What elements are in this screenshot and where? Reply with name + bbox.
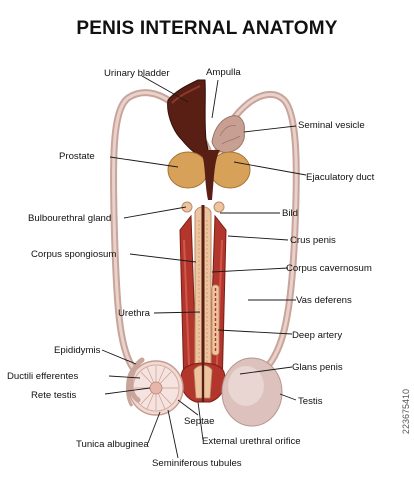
leader-lines (101, 75, 307, 459)
prostate (167, 150, 251, 200)
label-crus-penis: Crus penis (290, 235, 336, 246)
label-urinary-bladder: Urinary bladder (104, 68, 170, 79)
label-seminal-vesicle: Seminal vesicle (298, 120, 365, 131)
label-glans-penis: Glans penis (292, 362, 343, 373)
label-ampulla: Ampulla (206, 67, 241, 78)
label-bild: Bild (282, 208, 298, 219)
label-prostate: Prostate (59, 151, 95, 162)
left-testis (126, 360, 184, 416)
label-urethra: Urethra (118, 308, 151, 319)
label-vas-deferens: Vas deferens (296, 295, 352, 306)
label-deep-artery: Deep artery (292, 330, 342, 341)
bulbourethral-glands (181, 201, 225, 213)
corpus-spongiosum (194, 205, 212, 392)
label-seminiferous-tubules: Seminiferous tubules (152, 458, 242, 469)
watermark-id: 223675410 (401, 388, 411, 434)
label-tunica-albuginea: Tunica albuginea (76, 439, 149, 450)
urinary-bladder (167, 79, 211, 161)
page-title: PENIS INTERNAL ANATOMY (76, 18, 338, 39)
label-ductili-efferentes: Ductili efferentes (7, 371, 78, 382)
labels: Urinary bladder Ampulla Seminal vesicle … (7, 67, 375, 469)
glans-penis (180, 362, 226, 403)
right-testis (221, 357, 283, 427)
label-corpus-cavernosum: Corpus cavernosum (286, 263, 372, 274)
deep-artery (211, 284, 220, 356)
label-bulbourethral-gland: Bulbourethral gland (28, 213, 111, 224)
label-septae: Septae (184, 416, 214, 427)
epididymis (128, 357, 145, 403)
label-ejaculatory-duct: Ejaculatory duct (306, 172, 375, 183)
seminal-vesicle (211, 115, 245, 153)
label-testis: Testis (298, 396, 323, 407)
label-epididymis: Epididymis (54, 345, 101, 356)
label-external-urethral-orifice: External urethral orifice (202, 436, 301, 447)
label-rete-testis: Rete testis (31, 390, 77, 401)
label-corpus-spongiosum: Corpus spongiosum (31, 249, 116, 260)
